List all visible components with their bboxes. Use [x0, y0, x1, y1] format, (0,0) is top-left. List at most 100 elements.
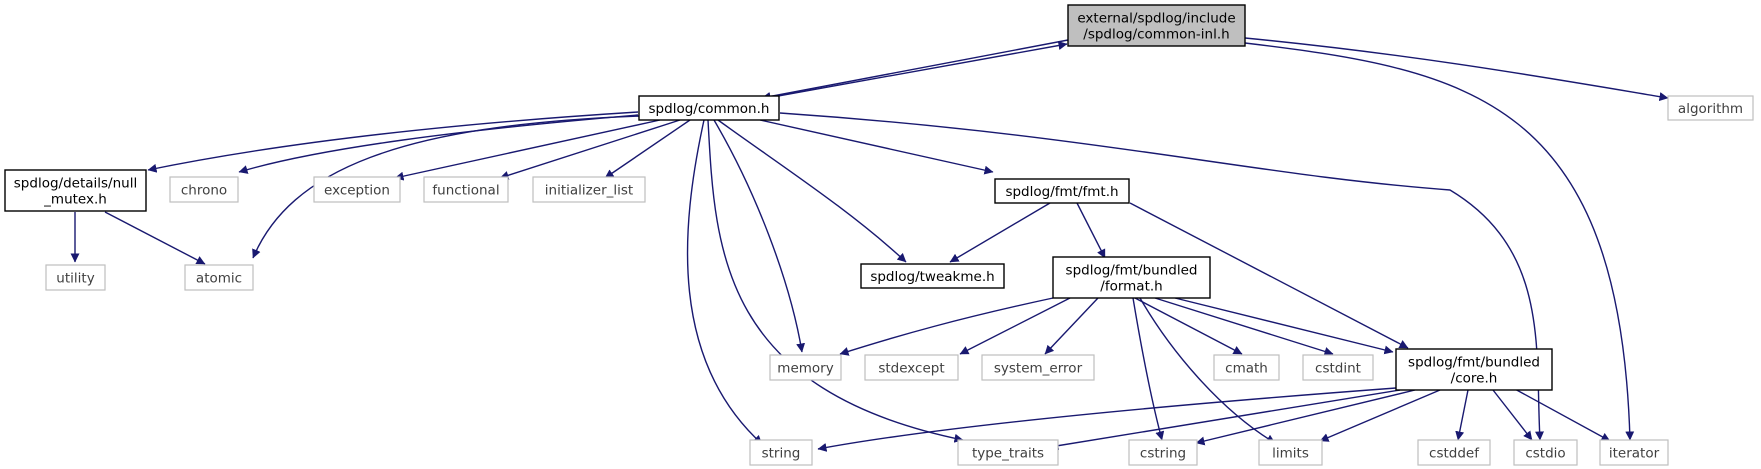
node-label-line: cstring	[1140, 446, 1186, 462]
edge-common-to-string	[686, 119, 763, 445]
node-cmath[interactable]: cmath	[1213, 354, 1280, 381]
node-label-line: memory	[777, 361, 833, 377]
node-box	[957, 439, 1059, 466]
node-core-h[interactable]: spdlog/fmt/bundled/core.h	[1395, 348, 1553, 391]
node-label-line: atomic	[196, 271, 242, 287]
node-atomic[interactable]: atomic	[184, 264, 254, 291]
node-box	[994, 178, 1130, 204]
node-common-inl-h[interactable]: external/spdlog/include/spdlog/common-in…	[1067, 4, 1246, 47]
node-box	[749, 439, 813, 466]
node-box	[1667, 95, 1754, 121]
edge-common-inl-to-common	[761, 39, 1069, 101]
edge-core-to-cstdio	[1492, 389, 1533, 441]
node-label-line: spdlog/details/null	[14, 176, 137, 192]
node-label-line: cstddef	[1429, 446, 1480, 462]
node-label-line: initializer_list	[545, 183, 633, 199]
edge-fmt-to-core	[1129, 202, 1409, 349]
edge-format-to-system-error	[1044, 297, 1099, 355]
node-label-line: exception	[324, 183, 390, 199]
edge-null-mutex-to-atomic	[104, 211, 206, 265]
node-box	[45, 264, 106, 291]
edge-common-to-functional	[499, 119, 681, 180]
edge-core-to-cstddef	[1455, 389, 1469, 441]
node-tweakme-h[interactable]: spdlog/tweakme.h	[860, 263, 1005, 289]
node-box	[1258, 439, 1323, 466]
node-box	[313, 176, 401, 203]
node-cstdint[interactable]: cstdint	[1302, 354, 1374, 381]
node-label-line: limits	[1272, 446, 1309, 462]
node-label-line: algorithm	[1678, 101, 1743, 117]
node-label-line: string	[762, 446, 801, 462]
node-cstddef[interactable]: cstddef	[1417, 439, 1491, 466]
node-memory[interactable]: memory	[769, 354, 842, 381]
edge-common-to-tweakme	[717, 119, 907, 263]
edge-common-to-null-mutex	[147, 111, 639, 173]
edge-core-to-limits	[1319, 389, 1441, 442]
node-functional[interactable]: functional	[423, 176, 509, 203]
edge-common-to-chrono	[238, 114, 639, 174]
node-system-error[interactable]: system_error	[981, 354, 1095, 381]
nodes: external/spdlog/include/spdlog/common-in…	[4, 4, 1754, 466]
node-box	[1052, 256, 1211, 299]
edge-common-to-type-traits	[707, 119, 964, 443]
edge-common-to-initializer-list	[604, 119, 691, 179]
node-utility[interactable]: utility	[45, 264, 106, 291]
node-box	[981, 354, 1095, 381]
node-box	[1513, 439, 1578, 466]
node-exception[interactable]: exception	[313, 176, 401, 203]
node-box	[1128, 439, 1198, 466]
node-label-line: chrono	[181, 183, 227, 199]
node-label-line: spdlog/tweakme.h	[870, 269, 994, 285]
edge-core-to-iterator	[1512, 387, 1611, 442]
edge-common-to-cstdio	[779, 112, 1545, 441]
node-box	[769, 354, 842, 381]
node-label-line: spdlog/common.h	[649, 101, 770, 117]
node-cstring[interactable]: cstring	[1128, 439, 1198, 466]
node-label-line: cstdio	[1525, 446, 1565, 462]
edge-format-to-memory	[839, 297, 1054, 356]
node-iterator[interactable]: iterator	[1599, 439, 1669, 466]
node-stdexcept[interactable]: stdexcept	[864, 354, 959, 381]
node-chrono[interactable]: chrono	[169, 176, 239, 203]
node-label-line: utility	[56, 271, 94, 287]
node-label-line: stdexcept	[878, 361, 944, 377]
node-box	[864, 354, 959, 381]
node-format-h[interactable]: spdlog/fmt/bundled/format.h	[1052, 256, 1211, 299]
node-box	[1302, 354, 1374, 381]
node-box	[1213, 354, 1280, 381]
node-type-traits[interactable]: type_traits	[957, 439, 1059, 466]
node-box	[423, 176, 509, 203]
edge-common-inl-to-iterator	[1244, 42, 1635, 441]
node-common-h[interactable]: spdlog/common.h	[638, 95, 780, 121]
node-box	[860, 263, 1005, 289]
node-algorithm[interactable]: algorithm	[1667, 95, 1754, 121]
node-label-line: cstdint	[1315, 361, 1361, 377]
node-box	[169, 176, 239, 203]
node-string[interactable]: string	[749, 439, 813, 466]
edge-common-to-common-inl	[777, 41, 1068, 97]
node-label-line: iterator	[1609, 446, 1660, 462]
node-box	[1395, 348, 1553, 391]
node-label-line: /core.h	[1451, 371, 1498, 387]
node-box	[1599, 439, 1669, 466]
edge-format-to-limits	[1139, 297, 1276, 444]
node-label-line: spdlog/fmt/fmt.h	[1005, 184, 1118, 200]
node-cstdio[interactable]: cstdio	[1513, 439, 1578, 466]
node-limits[interactable]: limits	[1258, 439, 1323, 466]
node-box	[184, 264, 254, 291]
node-null-mutex-h[interactable]: spdlog/details/null_mutex.h	[4, 169, 147, 212]
edge-format-to-stdexcept	[959, 297, 1071, 355]
node-label-line: type_traits	[972, 446, 1044, 462]
edge-common-to-memory	[713, 119, 806, 353]
node-label-line: system_error	[994, 361, 1083, 377]
node-fmt-h[interactable]: spdlog/fmt/fmt.h	[994, 178, 1130, 204]
node-box	[532, 176, 646, 203]
edge-common-to-fmt	[759, 119, 994, 175]
edge-format-to-cstring	[1132, 297, 1165, 441]
edge-format-to-cstdint	[1154, 297, 1334, 356]
edge-format-to-core	[1174, 297, 1394, 355]
edge-core-to-type-traits	[1049, 389, 1401, 451]
edge-fmt-to-format	[1076, 202, 1106, 259]
edge-common-to-atomic	[252, 115, 641, 259]
node-initializer-list[interactable]: initializer_list	[532, 176, 646, 203]
